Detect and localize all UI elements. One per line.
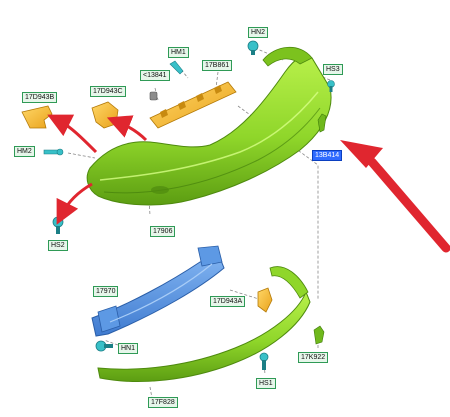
bumper-cover [86, 46, 332, 206]
bracket-17b861 [149, 81, 237, 129]
bracket-17k922 [313, 325, 325, 345]
callout-hs1: HS1 [256, 378, 276, 389]
bracket-13b414 [317, 113, 327, 133]
callout-17d943a: 17D943A [210, 296, 246, 307]
fastener-hs1-icon [259, 352, 269, 370]
bracket-17d943b [21, 105, 53, 129]
fastener-hn1-icon [95, 340, 113, 352]
clip-13841 [149, 91, 158, 101]
callout-hn1: HN1 [118, 343, 139, 354]
pointer-arrow [340, 140, 450, 253]
impact-beam-17970 [91, 245, 225, 337]
callout-17970: 17970 [93, 286, 119, 297]
callout-hs3: HS3 [323, 64, 343, 75]
callout-hm1: HM1 [168, 47, 189, 58]
callout-hm2: HM2 [14, 146, 35, 157]
fastener-hs3-icon [327, 80, 335, 92]
callout-hs2: HS2 [48, 240, 68, 251]
callout-hn2: HN2 [248, 27, 269, 38]
valance-17f828 [97, 266, 311, 382]
callout-17d943c: 17D943C [90, 86, 126, 97]
callout-17k922: 17K922 [298, 352, 329, 363]
bracket-17d943c [91, 101, 119, 129]
callout-13b414-selected: 13B414 [312, 150, 343, 161]
removal-arrows [47, 114, 148, 225]
callout-17d943b: 17D943B [22, 92, 58, 103]
callout-13841: <13841 [140, 70, 170, 81]
callout-17f828: 17F828 [148, 397, 178, 408]
callout-17b861: 17B861 [202, 60, 233, 71]
fastener-hm1-icon [169, 60, 184, 75]
fastener-hn2-icon [247, 40, 259, 55]
bracket-17d943a [257, 287, 273, 313]
fastener-hs2-icon [52, 216, 64, 234]
callout-17906: 17906 [150, 226, 176, 237]
fastener-hm2-icon [43, 148, 64, 156]
